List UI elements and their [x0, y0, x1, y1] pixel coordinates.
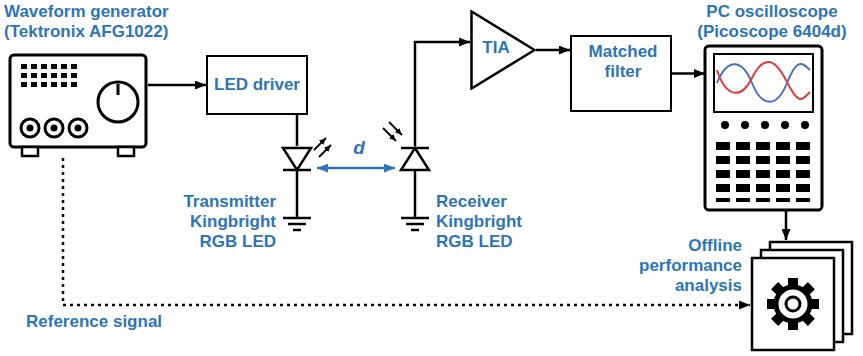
node-label: TIA: [474, 38, 518, 58]
connector: [672, 72, 705, 75]
waveform-generator-icon-part: [98, 82, 138, 122]
waveform-generator-icon-part: [69, 119, 87, 137]
instrument-node: PC oscilloscope (Picoscope 6404d): [684, 0, 860, 212]
oscilloscope-icon-part: [714, 54, 813, 112]
connector: [296, 115, 299, 146]
waveform-generator-icon-part: [27, 125, 34, 132]
ground-symbol-part: [406, 223, 424, 226]
oscilloscope-icon-part: [781, 121, 789, 129]
icon-area: [750, 240, 854, 352]
oscilloscope-icon-part: [717, 62, 810, 99]
receiver-led-symbol-part: [383, 128, 396, 141]
oscilloscope-icon-part: [705, 46, 822, 210]
analysis-documents-icon-part-part: [786, 297, 800, 311]
connector: [536, 49, 570, 52]
node-label: PC oscilloscope (Picoscope 6404d): [684, 2, 860, 42]
transmitter-led-symbol-part: [314, 138, 326, 150]
ground-symbol: [283, 218, 311, 230]
icon-area: [399, 146, 431, 172]
oscilloscope-icon-part: [714, 140, 814, 202]
analysis-documents-icon: [752, 242, 852, 350]
waveform-generator-icon-part: [20, 63, 80, 90]
analysis-documents-icon-part-part: [776, 287, 810, 321]
connector: [785, 210, 788, 240]
receiver-led-symbol: [383, 122, 429, 218]
connector: [148, 84, 206, 87]
led-node: Receiver Kingbright RGB LED: [397, 144, 530, 260]
waveform-generator-icon-part: [22, 147, 38, 156]
connector: [415, 42, 470, 146]
ground-symbol-part: [288, 223, 306, 226]
amplifier-triangle: TIA: [470, 10, 536, 90]
oscilloscope-icon: [705, 46, 822, 210]
node-label: Offline performance analysis: [622, 236, 742, 296]
oscilloscope-icon-part: [721, 121, 729, 129]
transmitter-led-symbol-part: [283, 148, 311, 170]
ground-symbol: [401, 218, 429, 230]
waveform-generator-icon: [10, 55, 146, 156]
connector: [63, 158, 750, 305]
analysis-documents-icon-part: [767, 278, 819, 330]
amplifier-outline: [472, 12, 535, 89]
waveform-generator-icon-part: [75, 125, 82, 132]
waveform-generator-icon-part: [21, 119, 39, 137]
connector: [317, 167, 395, 170]
node-label: Transmitter Kingbright RGB LED: [170, 192, 276, 252]
oscilloscope-icon-part: [761, 121, 769, 129]
waveform-generator-icon-part: [51, 125, 58, 132]
analysis-documents-icon-part: [752, 258, 834, 350]
icon-area: [705, 46, 822, 210]
waveform-generator-icon-part: [45, 119, 63, 137]
connector-label: Reference signal: [24, 312, 198, 332]
instrument-node: Waveform generator (Tektronix AFG1022): [4, 2, 194, 162]
oscilloscope-icon-part: [741, 121, 749, 129]
receiver-led-symbol-part: [414, 170, 417, 218]
receiver-led-symbol-part: [389, 122, 402, 135]
connector-label: d: [340, 138, 378, 158]
transmitter-led-symbol: [283, 138, 331, 218]
icon-area: [8, 55, 148, 158]
process-box: Matched filter: [570, 35, 672, 112]
led-node: Transmitter Kingbright RGB LED: [170, 144, 316, 260]
oscilloscope-icon-part: [801, 121, 809, 129]
receiver-led-symbol-part: [401, 148, 429, 170]
node-label: Matched filter: [572, 42, 674, 82]
process-box: LED driver: [206, 55, 308, 115]
node-label: Receiver Kingbright RGB LED: [436, 192, 528, 252]
transmitter-led-symbol-part: [296, 170, 299, 218]
ground-symbol-part: [411, 229, 419, 232]
node-label: Waveform generator (Tektronix AFG1022): [4, 2, 190, 42]
ground-symbol-part: [293, 229, 301, 232]
analysis-node: Offline performance analysis: [622, 236, 858, 352]
waveform-generator-icon-part: [118, 147, 134, 156]
waveform-generator-icon-part: [10, 55, 146, 147]
icon-area: [281, 146, 313, 172]
transmitter-led-symbol-part: [319, 145, 331, 157]
node-label: LED driver: [208, 57, 306, 113]
ground-symbol-part: [401, 217, 429, 220]
waveform-generator-icon-part: [117, 84, 120, 95]
receiver-led-symbol-part: [401, 147, 429, 150]
ground-symbol-part: [283, 217, 311, 220]
